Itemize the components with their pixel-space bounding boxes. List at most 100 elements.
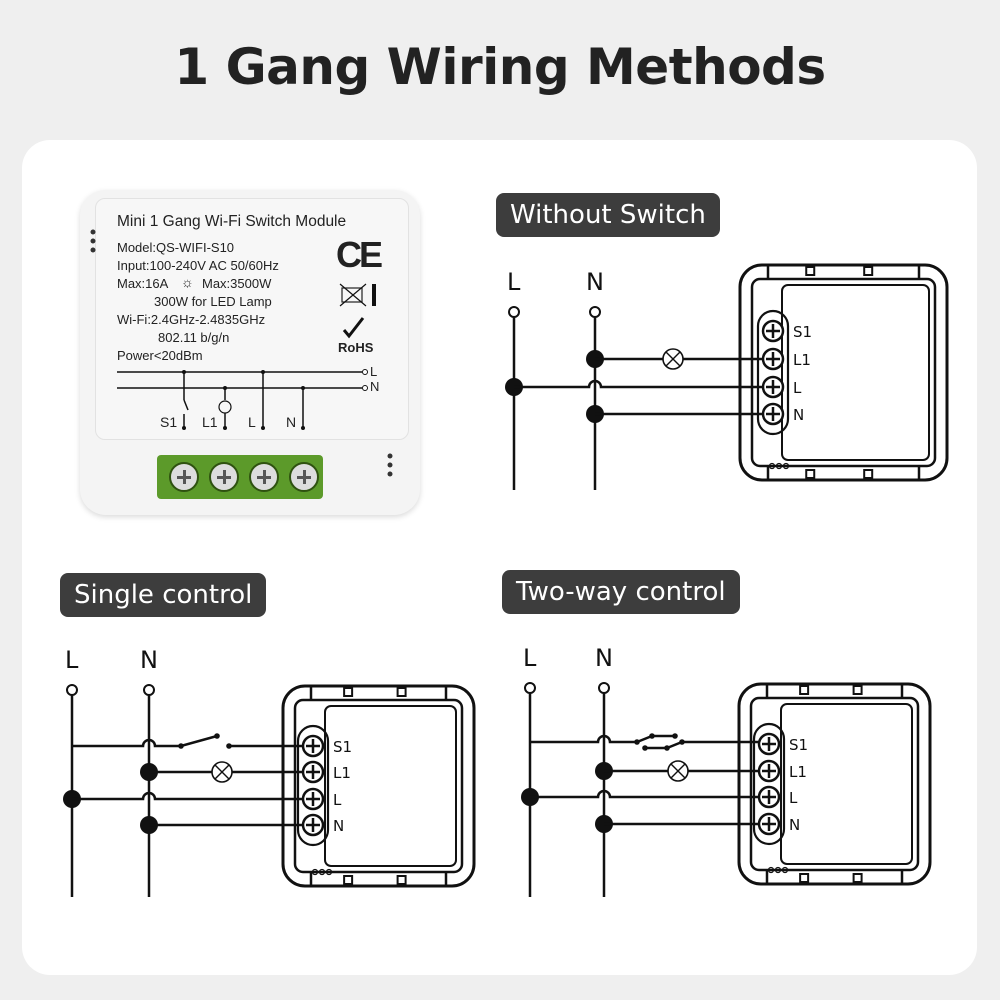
weee-bar-icon	[372, 284, 376, 306]
junction-dot	[301, 426, 305, 430]
section-single-control: Single control	[60, 573, 267, 617]
indicator-dot	[774, 866, 782, 874]
two-way-switch-icon	[530, 734, 675, 744]
terminal-bay	[756, 309, 790, 436]
terminal-open-circle	[508, 306, 520, 318]
module-face	[780, 703, 913, 865]
junction-dot	[214, 733, 220, 739]
schematic-terminal-L: L	[248, 414, 256, 430]
junction-dot	[178, 743, 184, 749]
lamp-icon	[670, 763, 686, 779]
terminal-open-circle	[598, 682, 610, 694]
schematic-N: N	[370, 379, 380, 394]
terminal-block	[157, 455, 323, 499]
junction-dot	[261, 426, 265, 430]
module-outline	[281, 684, 476, 888]
junction-dot	[223, 426, 227, 430]
switch-icon	[72, 734, 218, 748]
schematic-L1: L1	[202, 414, 218, 430]
weee-bin-icon	[339, 283, 367, 307]
screw-icon	[249, 462, 279, 492]
indicator-dot	[90, 247, 96, 253]
module-power: Power<20dBm	[117, 348, 203, 363]
rohs-check-icon	[342, 317, 365, 339]
module-tab	[852, 873, 863, 883]
module-tab	[343, 875, 354, 885]
schematic-lamp-icon	[218, 400, 232, 414]
two-way-switch-icon	[645, 740, 759, 750]
module-max-power: Max:3500W	[202, 276, 272, 291]
bulb-icon: ☼	[181, 274, 194, 290]
screw-icon	[289, 462, 319, 492]
module-tab	[805, 469, 816, 479]
terminal-label-S1: S1	[793, 323, 812, 341]
ce-mark: CE	[336, 234, 383, 275]
module-tab	[799, 685, 810, 695]
module-model: Model:QS-WIFI-S10	[117, 240, 235, 255]
junction-dot	[672, 733, 678, 739]
product-label-panel	[95, 198, 409, 440]
line-label-N: N	[140, 646, 158, 674]
wire-crossover	[72, 791, 303, 801]
indicator-dot	[781, 866, 789, 874]
wire-crossover	[530, 789, 759, 799]
junction-dot	[182, 426, 186, 430]
module-tab	[343, 687, 354, 697]
terminal-label-N: N	[793, 406, 804, 424]
module-inner	[749, 696, 920, 872]
terminal-open-circle	[143, 684, 155, 696]
indicator-dot	[387, 471, 393, 477]
module-outline	[738, 263, 949, 482]
schematic-switch-icon	[183, 399, 189, 411]
junction-dot	[664, 745, 670, 751]
module-tab	[799, 873, 810, 883]
line-label-L: L	[507, 268, 521, 296]
schematic-terminal-N: N	[286, 414, 297, 430]
terminal-label-L: L	[789, 789, 798, 807]
terminal-label-L1: L1	[333, 764, 351, 782]
module-tab	[396, 875, 407, 885]
terminal-open-circle	[66, 684, 78, 696]
junction-dot	[679, 739, 685, 745]
terminal-label-L: L	[333, 791, 342, 809]
indicator-dot	[782, 462, 790, 470]
lamp-icon	[665, 351, 681, 367]
junction-dot	[182, 370, 186, 374]
terminal-label-N: N	[333, 817, 344, 835]
module-outline	[737, 682, 932, 886]
indicator-dot	[90, 229, 96, 235]
wire-crossover	[514, 379, 763, 389]
module-led: 300W for LED Lamp	[154, 294, 272, 309]
terminal-label-S1: S1	[333, 738, 352, 756]
junction-dot	[649, 733, 655, 739]
section-two-way-control: Two-way control	[502, 570, 740, 614]
terminal-open-circle	[589, 306, 601, 318]
module-tab	[805, 266, 816, 276]
weee-bin-icon	[341, 287, 363, 303]
junction-dot	[261, 370, 265, 374]
terminal-bay	[752, 722, 786, 846]
screw-icon	[209, 462, 239, 492]
indicator-dot	[775, 462, 783, 470]
module-inner	[750, 277, 937, 468]
module-tab	[863, 469, 874, 479]
indicator-dot	[90, 238, 96, 244]
terminal-open-circle	[524, 682, 536, 694]
section-without-switch: Without Switch	[496, 193, 720, 237]
module-tab	[852, 685, 863, 695]
rohs-mark: RoHS	[338, 340, 374, 355]
module-tab	[396, 687, 407, 697]
terminal-label-L: L	[793, 379, 802, 397]
junction-dot	[301, 386, 305, 390]
junction-dot	[223, 386, 227, 390]
line-label-N: N	[595, 644, 613, 672]
junction-dot	[642, 745, 648, 751]
module-outer	[281, 684, 476, 888]
page-title: 1 Gang Wiring Methods	[174, 38, 826, 96]
screw-icon	[169, 462, 199, 492]
module-outer	[737, 682, 932, 886]
module-standard: 802.11 b/g/n	[158, 330, 230, 345]
schematic-S1: S1	[160, 414, 178, 430]
indicator-dot	[768, 462, 776, 470]
